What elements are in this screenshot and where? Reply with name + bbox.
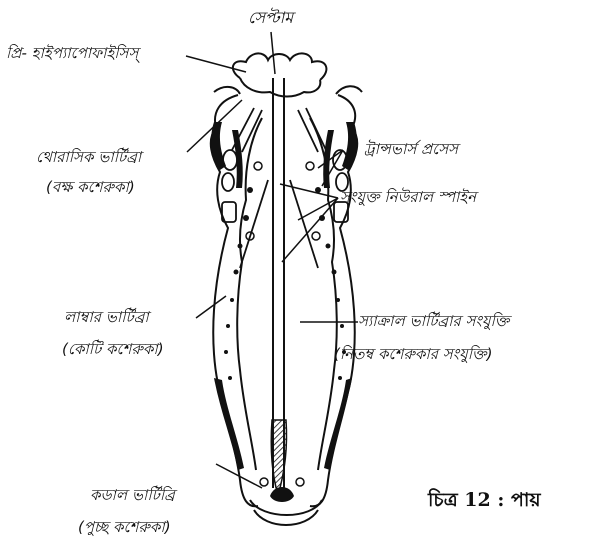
- sacral-bengali-label: (নিতম্ব কশেরুকার সংযুক্তি): [334, 347, 492, 362]
- septum-label: সেপ্টাম: [248, 10, 293, 26]
- pre-hypapophysis-label: প্রি- হাইপ্যাপোফাইসিস্: [6, 46, 138, 61]
- transverse-process-label: ট্রান্সভার্স প্রসেস: [364, 142, 458, 157]
- lumbar-bengali-label: (কোটি কশেরুকা): [62, 342, 164, 357]
- neural-spine-label: সংযুক্ত নিউরাল স্পাইন: [340, 190, 476, 205]
- thoracic-bengali-label: (বক্ষ কশেরুকা): [46, 180, 135, 195]
- figure-caption: চিত্র 12 : পায়: [428, 486, 541, 518]
- pre-hypapophysis-lobes: [214, 53, 362, 96]
- caudal-tip: [270, 487, 294, 502]
- thoracic-label: থোরাসিক ভার্টিব্রা: [36, 150, 141, 165]
- sacral-label: স্যাক্রাল ভার্টিব্রার সংযুক্তি: [358, 314, 509, 329]
- caudal-bengali-label: (পুচ্ছ কশেরুকা): [78, 520, 171, 535]
- lumbar-label: লাম্বার ভার্টিব্রা: [64, 310, 149, 325]
- caudal-label: কডাল ভার্টিব্রি: [90, 488, 175, 503]
